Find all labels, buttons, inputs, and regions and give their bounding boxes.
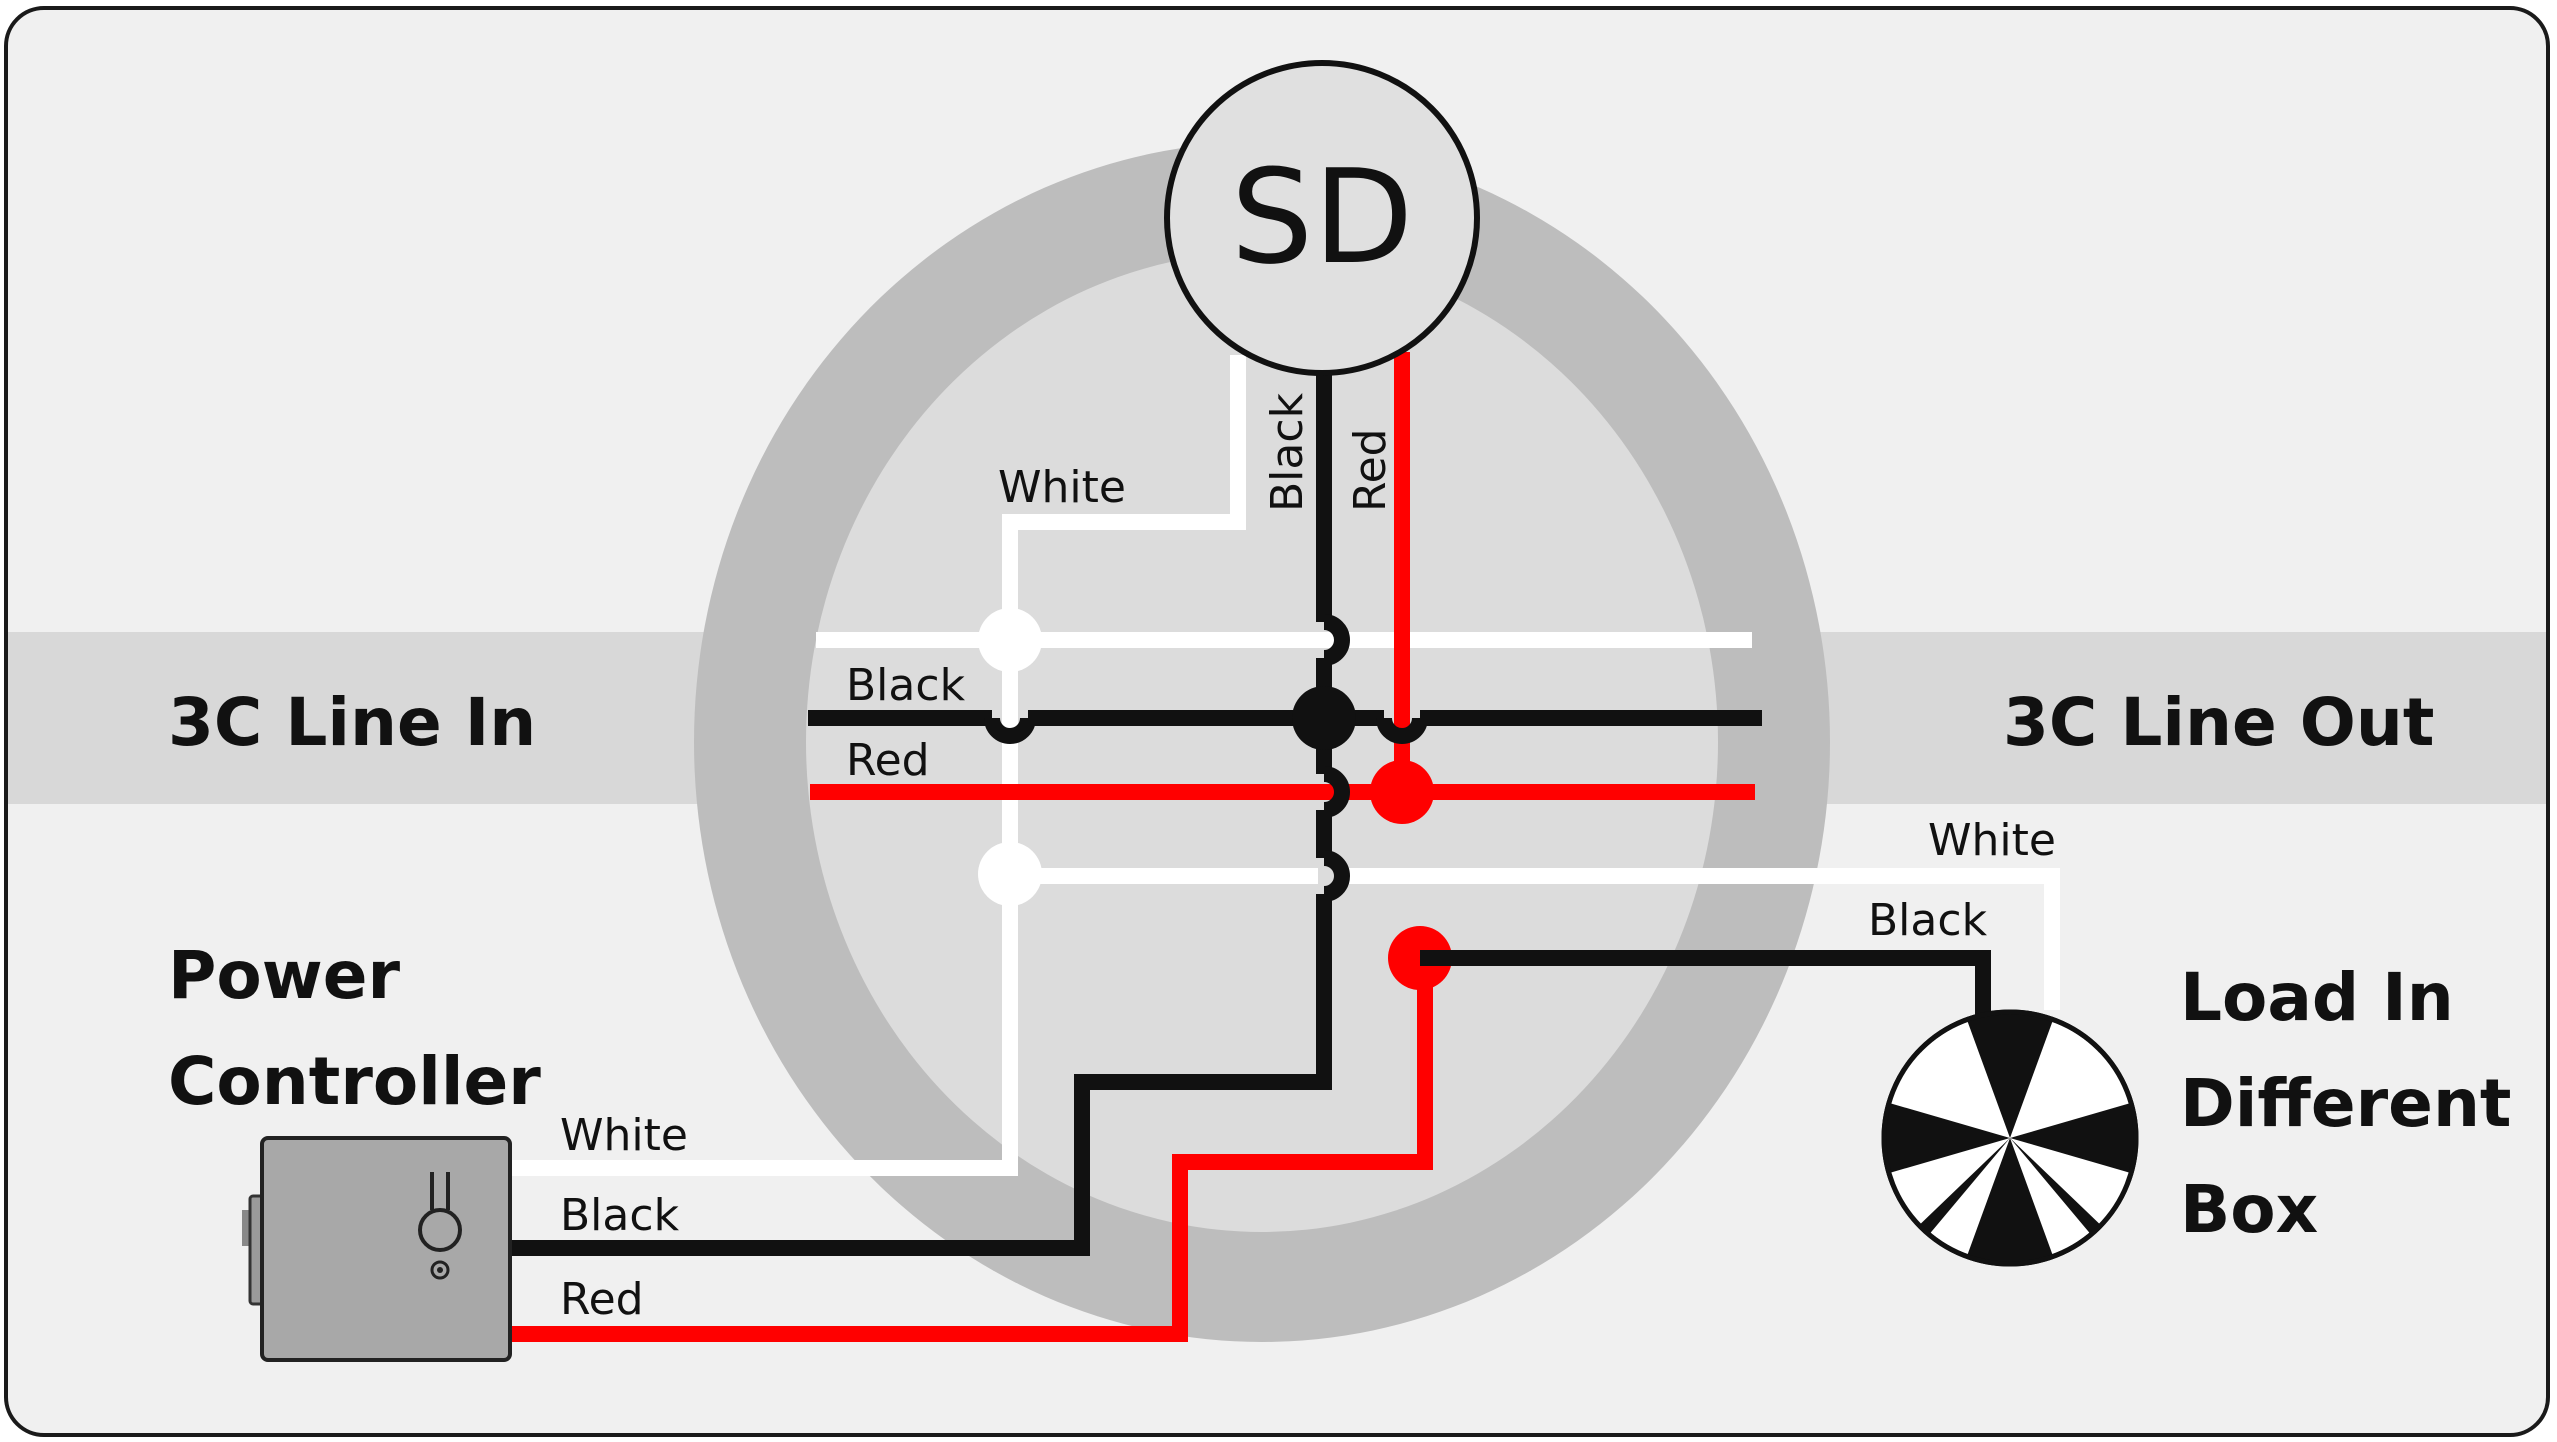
- red-wires: [512, 352, 1755, 1342]
- load-label-1: Load In: [2180, 959, 2454, 1036]
- smoke-detector-icon: SD: [1164, 60, 1480, 376]
- out-white-label: White: [1928, 815, 2056, 866]
- wire-black-red-hop: [1376, 717, 1428, 744]
- junction-white-2: [978, 842, 1042, 906]
- fan-load-icon: [1881, 1009, 2139, 1267]
- sd-red-label: Red: [1345, 428, 1396, 512]
- sd-white-label: White: [998, 462, 1126, 513]
- wire-red-pc: [512, 958, 1433, 1342]
- in-black-label: Black: [846, 660, 966, 711]
- junction-white-1: [978, 608, 1042, 672]
- power-controller-icon: [242, 1136, 512, 1362]
- junction-red-1: [1370, 760, 1434, 824]
- power-controller-label-1: Power: [168, 937, 400, 1014]
- wire-black-sd-hop2: [1323, 766, 1350, 818]
- pc-white-label: White: [560, 1110, 688, 1161]
- wire-white-sd: [512, 355, 1246, 1176]
- junction-black: [1292, 686, 1356, 750]
- junction-box-inner: [806, 252, 1718, 1232]
- line-out-label: 3C Line Out: [2003, 684, 2434, 761]
- sd-black-label: Black: [1262, 392, 1313, 512]
- load-label-3: Box: [2180, 1171, 2318, 1248]
- wire-black-sd-hop3: [1323, 850, 1350, 902]
- wire-black-sd-hop1: [1323, 614, 1350, 666]
- power-controller-label-2: Controller: [168, 1043, 541, 1120]
- out-black-label: Black: [1868, 895, 1988, 946]
- wire-white-out-2: [1344, 868, 2060, 1010]
- load-label-2: Different: [2180, 1065, 2511, 1142]
- pc-red-label: Red: [560, 1274, 644, 1325]
- wire-black-out: [1420, 950, 1991, 1020]
- in-red-label: Red: [846, 735, 930, 786]
- sd-label: SD: [1231, 141, 1414, 293]
- wire-black-pc: [512, 894, 1332, 1256]
- black-wires: [512, 360, 1991, 1256]
- white-wires: [512, 355, 2060, 1176]
- wire-black-in-hop: [984, 717, 1036, 744]
- pc-black-label: Black: [560, 1190, 680, 1241]
- line-in-label: 3C Line In: [168, 684, 536, 761]
